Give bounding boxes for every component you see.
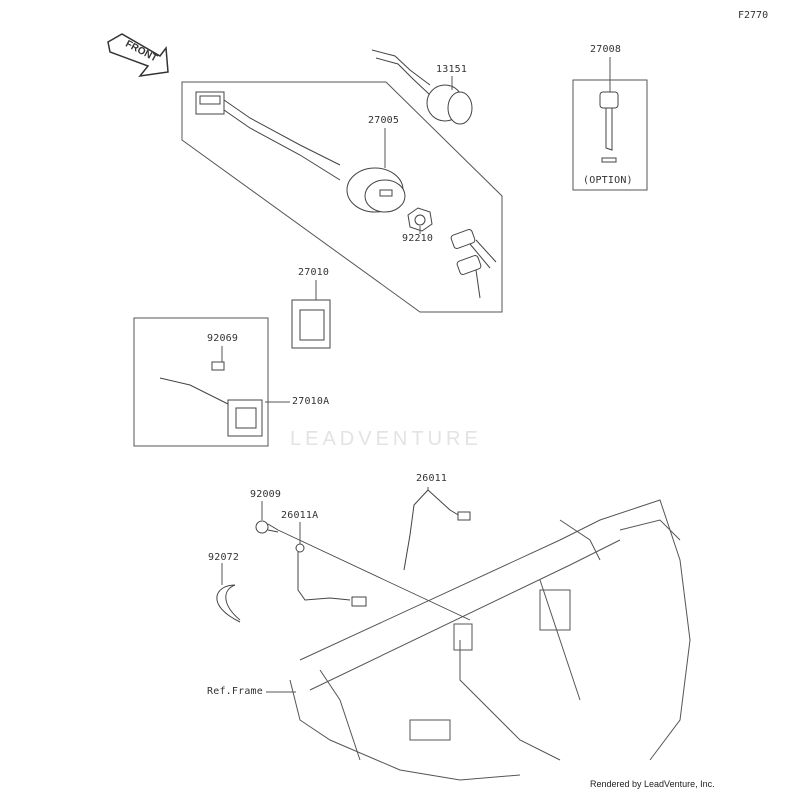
part-label-92072[interactable]: 92072 <box>208 552 240 563</box>
part-label-26011[interactable]: 26011 <box>416 473 448 484</box>
vehicle-frame <box>289 499 691 781</box>
switch-27010 <box>291 299 331 349</box>
part-label-27005[interactable]: 27005 <box>368 115 400 126</box>
part-label-27010A[interactable]: 27010A <box>292 396 330 407</box>
clamp-92072 <box>216 584 241 623</box>
ground-wire-26011A <box>277 529 471 621</box>
part-label-13151[interactable]: 13151 <box>436 64 468 75</box>
render-credit: Rendered by LeadVenture, Inc. <box>590 779 715 789</box>
sensor-wire-26011 <box>403 489 461 571</box>
part-label-27010[interactable]: 27010 <box>298 267 330 278</box>
bolt-92009 <box>255 520 279 534</box>
ignition-switch-27005 <box>195 91 406 213</box>
part-label-92009[interactable]: 92009 <box>250 489 282 500</box>
figure-id: F2770 <box>738 10 769 21</box>
nut-92210 <box>407 207 433 232</box>
key-27008 <box>599 91 619 163</box>
socket-13151 <box>371 49 473 125</box>
part-label-92069[interactable]: 92069 <box>207 333 239 344</box>
part-label-27008[interactable]: 27008 <box>590 44 622 55</box>
keys-27005 <box>450 229 497 299</box>
part-label-92210[interactable]: 92210 <box>402 233 434 244</box>
leader-lines <box>221 57 611 693</box>
front-arrow-icon <box>107 33 169 78</box>
kit-outline-27005 <box>181 81 503 313</box>
kit-outline-27010A <box>133 317 269 447</box>
part-label-ref-frame[interactable]: Ref.Frame <box>207 686 263 697</box>
option-note: (OPTION) <box>583 175 633 186</box>
watermark: LEADVENTURE <box>290 428 482 450</box>
part-label-26011A[interactable]: 26011A <box>281 510 319 521</box>
switch-27010A <box>159 361 263 437</box>
